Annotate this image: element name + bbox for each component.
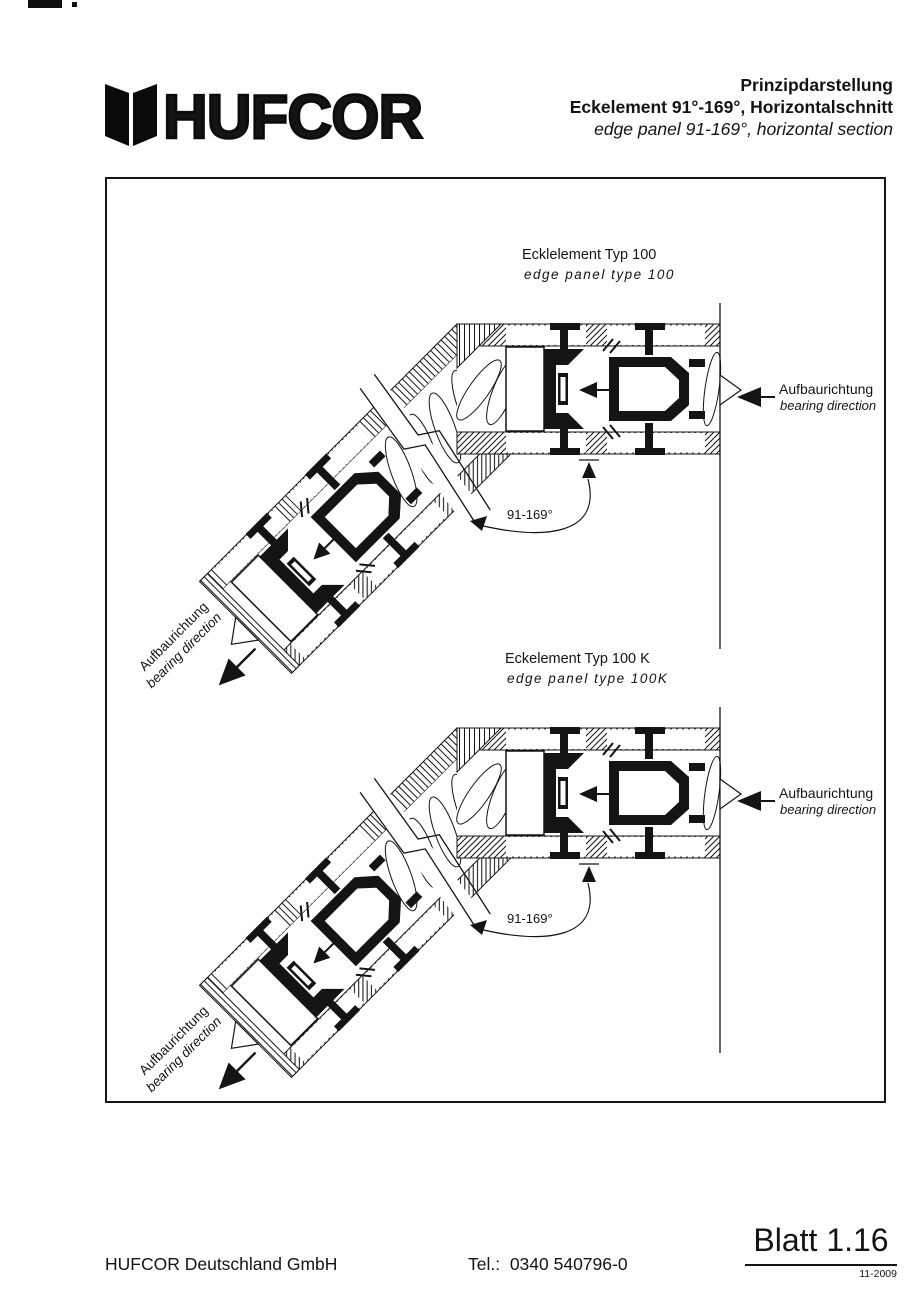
bearing-direction-callout: Aufbaurichtung bearing direction xyxy=(737,381,876,413)
doc-title-de-2: Eckelement 91°-169°, Horizontalschnitt xyxy=(569,97,893,117)
panel-insert-arrow-icon xyxy=(579,382,609,398)
horizontal-wall-section xyxy=(456,707,743,1053)
company-name: HUFCOR Deutschland GmbH xyxy=(105,1254,338,1274)
panel-insert-arrow-icon xyxy=(579,786,609,802)
title-block: Prinzipdarstellung Eckelement 91°-169°, … xyxy=(430,74,893,140)
angled-wall-section: Aufbaurichtung bearing direction xyxy=(136,727,550,1095)
drawing-title: Ecklelement Typ 100 xyxy=(522,247,656,263)
angle-label: 91-169° xyxy=(507,911,553,926)
bearing-direction-arrow-icon xyxy=(218,1051,257,1090)
bearing-direction-label-en: bearing direction xyxy=(780,802,876,817)
scan-mark xyxy=(72,2,77,7)
drawing-subtitle: edge panel type 100 xyxy=(524,267,675,282)
hufcor-logo: HUFCOR xyxy=(105,82,425,153)
drawing-edge-panel-type-100k: Eckelement Typ 100 K edge panel type 100… xyxy=(136,651,876,1095)
bearing-direction-label-de: Aufbaurichtung xyxy=(779,785,873,801)
horizontal-wall-section xyxy=(456,303,743,649)
bearing-direction-label-en: bearing direction xyxy=(780,398,876,413)
bearing-direction-arrow-icon xyxy=(737,387,761,407)
insulation-spike xyxy=(719,777,743,811)
drawing-title: Eckelement Typ 100 K xyxy=(505,651,650,667)
bearing-direction-label-de: Aufbaurichtung xyxy=(779,381,873,397)
sheet-number: Blatt 1.16 xyxy=(753,1222,889,1258)
drawing-subtitle: edge panel type 100K xyxy=(507,671,668,686)
bearing-direction-arrow-icon xyxy=(737,791,761,811)
break-symbol xyxy=(356,774,494,941)
footer-contact-block: Tel.: 0340 540796-0 Fax: 0340 540796-28 … xyxy=(468,1199,639,1301)
doc-title-de-1: Prinzipdarstellung xyxy=(740,75,893,95)
insulation-spike xyxy=(719,373,743,407)
hufcor-logo-icon xyxy=(105,84,157,146)
angle-annotation: 91-169° xyxy=(470,459,599,534)
angle-label: 91-169° xyxy=(507,507,553,522)
scan-mark xyxy=(28,0,62,8)
drawing-frame: Ecklelement Typ 100 edge panel type 100 xyxy=(105,177,886,1103)
logo-wordmark: HUFCOR xyxy=(163,83,422,152)
sheet-rule xyxy=(745,1264,897,1266)
insulation-spike xyxy=(230,616,260,646)
corner-miter xyxy=(456,323,503,370)
bearing-direction-arrow-icon xyxy=(218,647,257,686)
bearing-direction-callout: Aufbaurichtung bearing direction xyxy=(737,785,876,817)
doc-title-en: edge panel 91-169°, horizontal section xyxy=(594,119,893,139)
insulation-spike xyxy=(230,1020,260,1050)
drawing-edge-panel-type-100: Ecklelement Typ 100 edge panel type 100 xyxy=(136,247,876,691)
break-symbol xyxy=(356,370,494,537)
phone-number: Tel.: 0340 540796-0 xyxy=(468,1254,628,1274)
revision-date: 11-2009 xyxy=(859,1268,897,1280)
corner-miter xyxy=(456,727,503,774)
footer-company-block: HUFCOR Deutschland GmbH Triftweg 34 | 06… xyxy=(105,1199,380,1301)
angle-annotation: 91-169° xyxy=(470,863,599,938)
